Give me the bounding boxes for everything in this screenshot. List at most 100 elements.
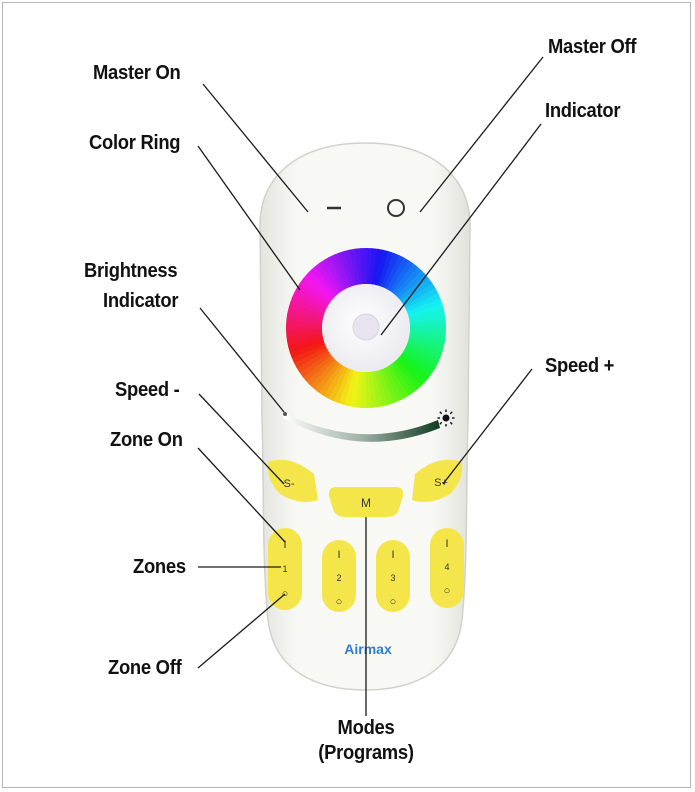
- leader-speed-minus: [198, 393, 285, 485]
- label-zone-on: Zone On: [110, 429, 183, 451]
- color-ring-segment: [306, 269, 336, 299]
- color-ring-segment: [293, 346, 328, 368]
- color-ring-segment: [299, 352, 332, 378]
- leader-zone-on: [197, 447, 286, 543]
- brightness-indicator-bar[interactable]: [283, 412, 440, 442]
- color-ring-segment: [332, 367, 351, 404]
- zone-4-on: I: [445, 538, 448, 550]
- mode-button[interactable]: [328, 487, 404, 517]
- color-ring-segment: [406, 341, 443, 360]
- color-ring-segment: [328, 254, 349, 290]
- color-ring-segment: [383, 366, 404, 402]
- color-ring-segment: [378, 251, 395, 287]
- color-ring-segment: [404, 288, 439, 310]
- color-ring-segment: [342, 370, 357, 407]
- label-modes-line1: Modes: [337, 717, 395, 739]
- zone-2-off: ○: [336, 596, 343, 608]
- leader-speed-plus: [442, 368, 533, 485]
- color-ring-segment: [398, 355, 430, 383]
- zone-4-number: 4: [444, 562, 449, 572]
- color-ring-segment: [396, 357, 426, 387]
- color-ring-segment: [374, 370, 389, 407]
- color-ring-segment: [309, 359, 338, 390]
- color-ring-segment: [288, 338, 325, 353]
- label-master-off: Master Off: [548, 36, 637, 58]
- color-ring-segment: [380, 368, 399, 404]
- zone-3-number: 3: [390, 573, 395, 583]
- zone-3-on: I: [391, 549, 394, 561]
- indicator-light: [352, 313, 380, 341]
- color-ring[interactable]: [286, 247, 447, 408]
- speed-plus-button[interactable]: [412, 459, 463, 502]
- color-ring-segment: [310, 266, 339, 297]
- color-ring-segment: [296, 282, 330, 306]
- color-ring-segment: [289, 341, 326, 358]
- speed-plus-button-label: S+: [434, 477, 448, 489]
- color-ring-segment: [333, 252, 352, 288]
- mode-button-label: M: [361, 496, 371, 510]
- leader-master-on: [202, 83, 309, 213]
- color-ring-segment: [323, 256, 346, 291]
- color-ring-segment: [318, 363, 343, 396]
- zone-2-number: 2: [336, 573, 341, 583]
- leader-lines: [197, 56, 544, 716]
- leader-brightness: [199, 307, 285, 413]
- sun-icon: [437, 409, 455, 427]
- label-color-ring: Color Ring: [89, 132, 181, 154]
- zone-button-4[interactable]: I 4 ○: [430, 528, 464, 608]
- color-ring-segment: [388, 363, 414, 397]
- color-ring-segment: [338, 250, 355, 287]
- color-ring-segment: [386, 257, 410, 292]
- color-ring-segment: [314, 262, 341, 295]
- zone-2-on: I: [337, 549, 340, 561]
- color-ring-segment: [408, 335, 445, 349]
- label-speed-minus: Speed -: [115, 379, 180, 401]
- leader-color-ring: [197, 145, 301, 291]
- zone-button-3[interactable]: I 3 ○: [376, 540, 410, 612]
- brightness-dot: [283, 412, 287, 416]
- color-ring-segment: [389, 260, 414, 293]
- leader-master-off: [419, 56, 544, 213]
- color-ring-segment: [322, 364, 346, 399]
- color-ring-segment: [409, 332, 446, 343]
- color-ring-segment: [299, 277, 332, 304]
- label-zones: Zones: [133, 556, 186, 578]
- leader-zone-off: [197, 593, 286, 669]
- color-ring-segment: [291, 343, 327, 364]
- label-brightness-line1: Brightness: [84, 260, 178, 282]
- brand-logo: Airmax: [344, 641, 392, 657]
- zone-1-number: 1: [282, 564, 287, 574]
- color-ring-segment: [375, 249, 390, 286]
- color-ring-segment: [286, 313, 323, 324]
- color-ring-segment: [305, 356, 336, 386]
- speed-minus-button[interactable]: [267, 459, 318, 502]
- label-indicator: Indicator: [545, 100, 621, 122]
- color-ring-segment: [391, 263, 419, 295]
- color-ring-segment: [372, 248, 384, 286]
- speed-minus-button-label: S-: [284, 478, 295, 490]
- color-ring-segment: [313, 361, 341, 393]
- color-ring-segment: [302, 273, 334, 301]
- color-ring-segment: [408, 308, 445, 321]
- color-ring-segment: [402, 350, 436, 374]
- zone-button-1[interactable]: I 1 ○: [268, 528, 302, 610]
- color-ring-segment: [287, 335, 324, 348]
- color-ring-segment: [360, 247, 368, 285]
- color-ring-segment: [383, 254, 405, 290]
- color-ring-segment: [406, 298, 443, 315]
- color-ring-segment: [302, 354, 334, 382]
- color-ring-segment: [393, 359, 422, 390]
- master-off-button[interactable]: [387, 199, 405, 217]
- label-master-on: Master On: [93, 62, 181, 84]
- color-ring-segment: [364, 371, 372, 408]
- color-ring-segment: [381, 252, 400, 289]
- color-ring-segment: [337, 369, 354, 405]
- color-ring-segment: [391, 361, 418, 394]
- leader-indicator: [380, 123, 542, 336]
- color-ring-segment: [402, 283, 436, 307]
- zone-3-off: ○: [390, 596, 397, 608]
- color-ring-segment: [371, 371, 383, 408]
- zone-button-2[interactable]: I 2 ○: [322, 540, 356, 612]
